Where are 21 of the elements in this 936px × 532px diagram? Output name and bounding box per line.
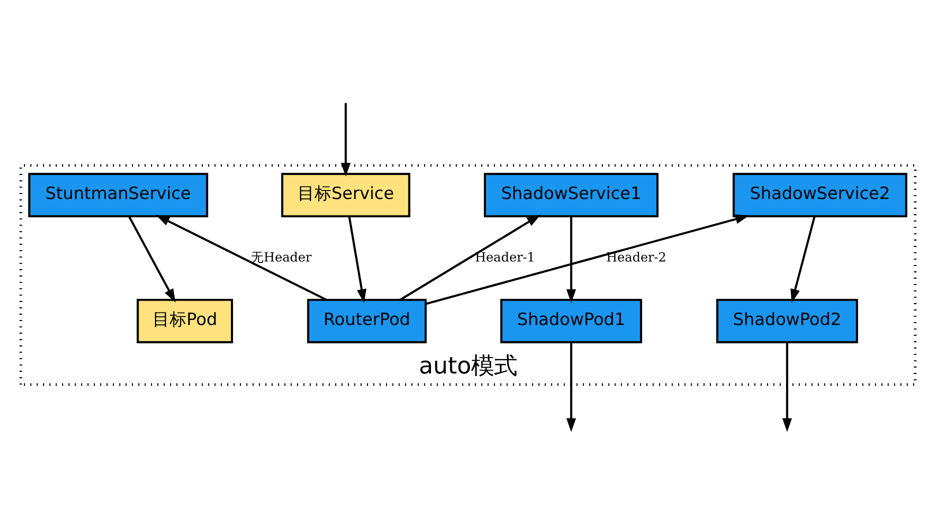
node-box: 目标Pod (136, 298, 234, 344)
edge-label: Header-1 (474, 249, 536, 264)
arrow (128, 216, 176, 303)
arrow (340, 103, 351, 177)
node-box: 目标Service (281, 172, 410, 218)
edge-label: 无Header (250, 249, 312, 264)
node-box: ShadowService1 (484, 172, 659, 218)
node-box: StuntmanService (28, 172, 208, 218)
arrow (348, 216, 366, 303)
arrow (790, 216, 816, 303)
node-box: ShadowService2 (732, 172, 908, 218)
arrow (566, 216, 576, 304)
arrow (566, 342, 576, 432)
arrow (156, 214, 327, 301)
arrow (426, 214, 750, 305)
node-box: RouterPod (307, 298, 427, 344)
edge-label: Header-2 (606, 249, 666, 264)
arrow (400, 214, 541, 301)
node-box: ShadowPod2 (716, 298, 858, 344)
arrow (782, 342, 792, 432)
node-box: ShadowPod1 (500, 298, 642, 344)
